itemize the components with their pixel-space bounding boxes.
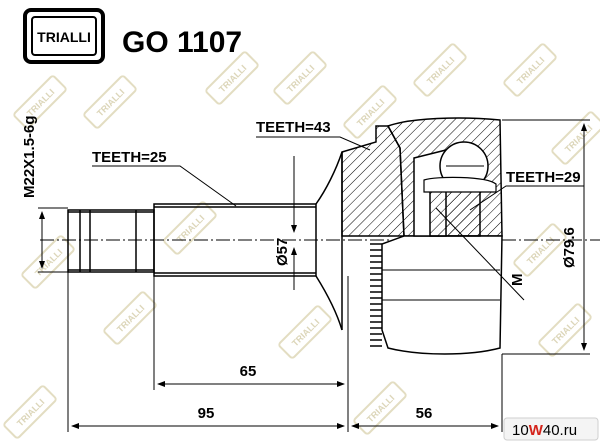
watermark-logo: TRIALLI <box>33 247 64 278</box>
thread-dimension <box>38 207 68 273</box>
teeth-shaft-leader <box>92 165 237 207</box>
svg-text:10W40.ru: 10W40.ru <box>512 422 577 439</box>
marker-label: M <box>509 274 526 287</box>
watermark-logo: TRIALLI <box>95 87 126 118</box>
watermark-logo: TRIALLI <box>15 397 46 428</box>
outer-diameter-dimension <box>502 119 590 355</box>
badge-prefix: 10 <box>512 422 529 439</box>
shaft-length-label: 65 <box>240 363 257 380</box>
site-badge: 10W40.ru <box>503 417 599 441</box>
length-dimensions <box>67 272 503 432</box>
teeth-shaft-label: TEETH=25 <box>92 149 167 166</box>
watermark-logo: TRIALLI <box>115 303 146 334</box>
marker-leader <box>435 207 525 301</box>
teeth-inner-leader <box>469 185 584 211</box>
bell-length-label: 56 <box>416 405 433 422</box>
watermark-logo: TRIALLI <box>285 63 316 94</box>
badge-mid: 40 <box>543 422 560 439</box>
watermark-layer: TRIALLI TRIALLI TRIALLI TRIALLI TRIALLI … <box>3 43 600 439</box>
watermark-logo: TRIALLI <box>290 317 321 348</box>
teeth-ring-label: TEETH=43 <box>256 119 331 136</box>
watermark-logo: TRIALLI <box>365 393 396 424</box>
watermark-logo: TRIALLI <box>355 97 386 128</box>
thread-label: M22X1.5-6g <box>21 115 38 198</box>
part-number: GO 1107 <box>122 26 242 59</box>
brand-logo: TRIALLI <box>23 8 105 64</box>
badge-suffix: .ru <box>560 422 578 439</box>
shaft-diameter-label: Ø57 <box>274 238 291 266</box>
watermark-logo: TRIALLI <box>217 63 248 94</box>
watermark-logo: TRIALLI <box>550 315 581 346</box>
badge-highlight: W <box>529 422 544 439</box>
watermark-logo: TRIALLI <box>425 55 456 86</box>
watermark-logo: TRIALLI <box>515 55 546 86</box>
logo-text: TRIALLI <box>37 29 91 45</box>
total-length-label: 95 <box>198 405 215 422</box>
watermark-logo: TRIALLI <box>25 87 56 118</box>
watermark-logo: TRIALLI <box>563 123 594 154</box>
shaft-neck-section <box>341 125 405 237</box>
outer-diameter-label: Ø79.6 <box>561 227 578 268</box>
shaft <box>67 151 343 331</box>
teeth-inner-label: TEETH=29 <box>506 169 581 186</box>
teeth-ring-leader <box>256 136 371 151</box>
